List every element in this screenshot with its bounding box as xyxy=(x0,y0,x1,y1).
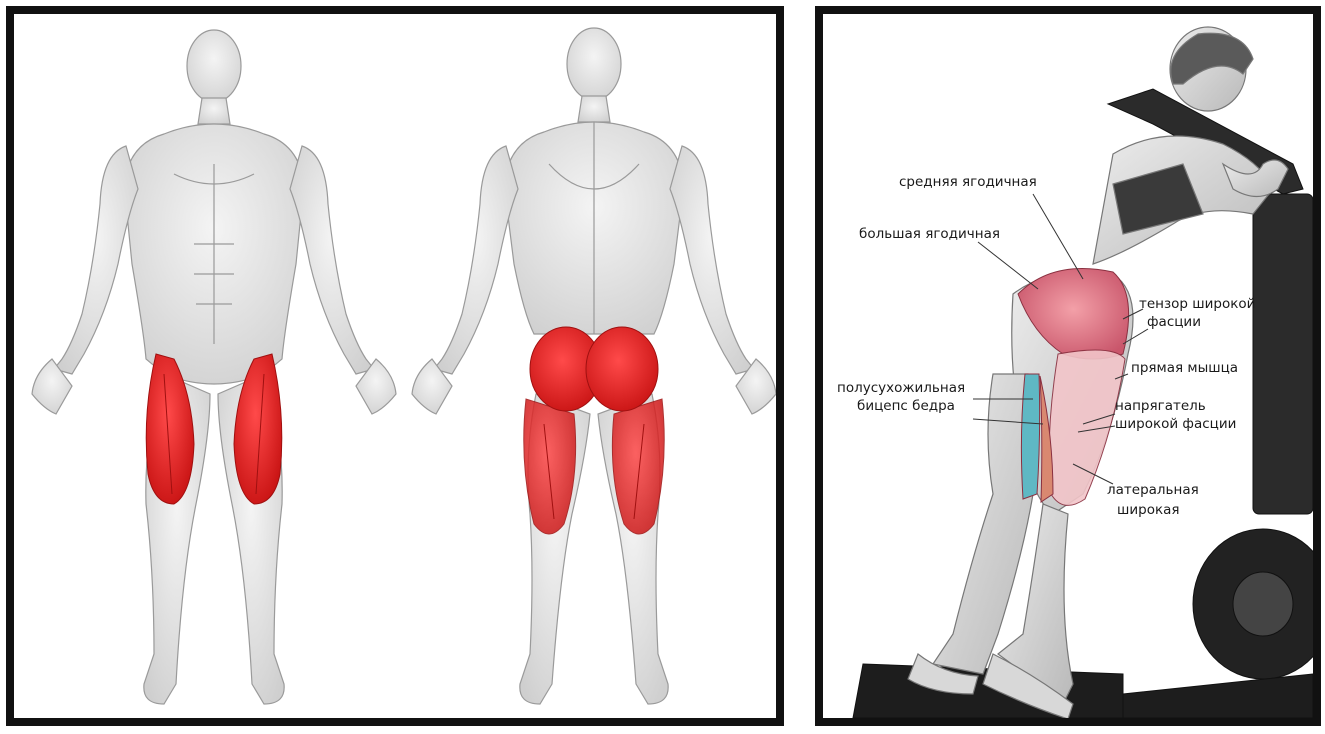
label-vastus-line1: латеральная xyxy=(1107,482,1199,499)
back-glutes-hamstrings-highlight xyxy=(524,327,664,534)
label-biceps-femoris: бицепс бедра xyxy=(857,398,955,415)
exercise-illustration xyxy=(823,14,1313,718)
label-gluteus-medius: средняя ягодичная xyxy=(899,174,1037,191)
front-figure xyxy=(32,30,396,704)
label-vastus-line2: широкая xyxy=(1117,502,1180,519)
anatomy-figures xyxy=(14,14,776,718)
label-rectus: прямая мышца xyxy=(1131,360,1238,377)
anatomy-panel-front-back xyxy=(6,6,784,726)
label-tensor-line2: фасции xyxy=(1147,314,1201,331)
highlighted-muscles xyxy=(1018,268,1129,505)
label-tensor2-line1: напрягатель xyxy=(1115,398,1206,415)
semitendinosus-shape xyxy=(1021,374,1039,499)
label-tensor-line1: тензор широкой xyxy=(1139,296,1255,313)
anatomy-panel-exercise: средняя ягодичная большая ягодичная тенз… xyxy=(815,6,1321,726)
label-tensor2-line2: широкой фасции xyxy=(1115,416,1236,433)
label-gluteus-maximus: большая ягодичная xyxy=(859,226,1000,243)
label-semitendinosus: полусухожильная xyxy=(837,380,965,397)
